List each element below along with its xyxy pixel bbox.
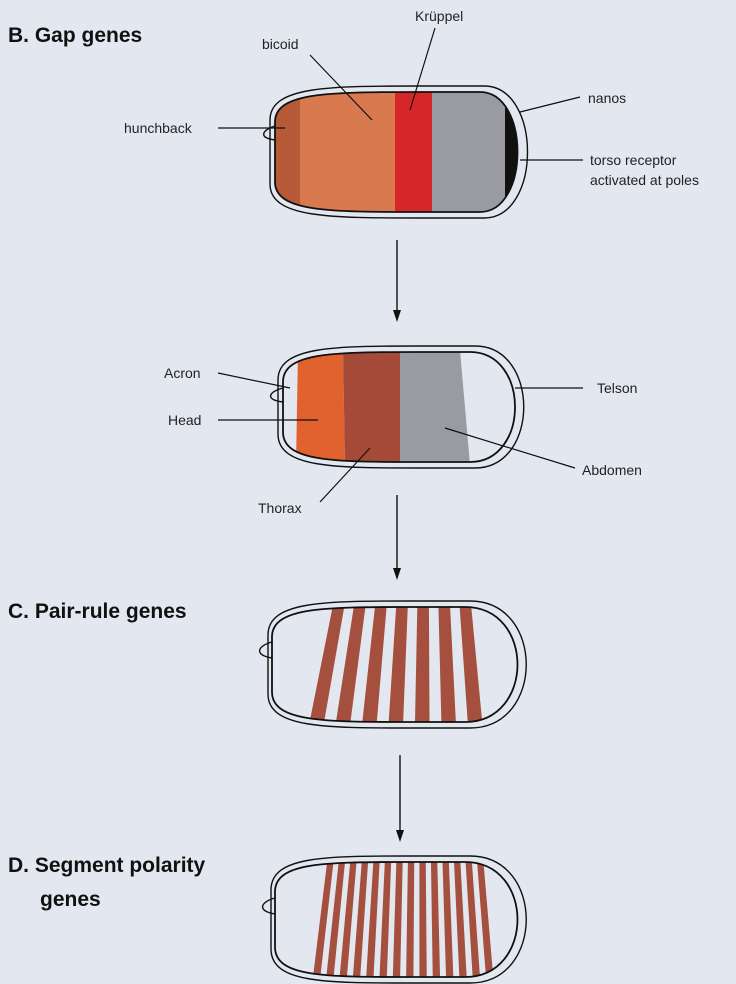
segment-polarity-embryo <box>263 855 527 984</box>
segment-polarity-stripe-8 <box>406 855 414 984</box>
pair-rule-embryo <box>260 600 527 730</box>
segment-polarity-stripe-11 <box>442 855 453 984</box>
pair-rule-genes-title: C. Pair-rule genes <box>8 600 187 624</box>
arrow-regions-to-pair-rule <box>393 495 401 580</box>
hunchback-label: hunchback <box>124 120 192 136</box>
nanos-label: nanos <box>588 90 626 106</box>
nanos-pole-band <box>505 85 535 220</box>
segment-polarity-stripe-10 <box>431 855 440 984</box>
acron-head-region <box>296 350 345 465</box>
abdomen-label: Abdomen <box>582 462 642 478</box>
pair-rule-stripe-4 <box>388 600 408 730</box>
gap-genes-embryo <box>264 85 535 220</box>
abdomen-region <box>400 350 470 465</box>
acron-label: Acron <box>164 365 201 381</box>
gap-genes-title: B. Gap genes <box>8 24 142 48</box>
kruppel-band <box>395 85 433 220</box>
bicoid-region <box>300 85 396 220</box>
arrow-gap-to-regions <box>393 240 401 322</box>
nanos-leader <box>520 97 580 112</box>
posterior-grey-region <box>432 85 512 220</box>
pair-rule-stripe-7 <box>459 600 483 730</box>
thorax-label: Thorax <box>258 500 302 516</box>
pair-rule-stripe-3 <box>361 600 387 730</box>
segment-polarity-stripe-7 <box>393 855 403 984</box>
segment-polarity-stripe-5 <box>366 855 380 984</box>
torso-label-line1: torso receptor <box>590 152 676 168</box>
arrow-pair-rule-to-segment-polarity <box>396 755 404 842</box>
torso-label-line2: activated at poles <box>590 172 699 188</box>
segment-polarity-stripe-12 <box>454 855 467 984</box>
bicoid-label: bicoid <box>262 36 299 52</box>
micropyle <box>271 388 283 402</box>
micropyle <box>260 642 272 658</box>
pair-rule-stripe-5 <box>415 600 430 730</box>
head-label: Head <box>168 412 201 428</box>
telson-label: Telson <box>597 380 637 396</box>
segment-polarity-title-line1: D. Segment polarity <box>8 854 205 878</box>
micropyle <box>263 898 275 914</box>
segment-polarity-title-line2: genes <box>40 888 101 912</box>
kruppel-label: Krüppel <box>415 8 463 24</box>
segment-polarity-stripe-14 <box>477 855 494 984</box>
body-regions-embryo <box>271 346 524 468</box>
segment-polarity-stripe-6 <box>379 855 391 984</box>
thorax-region <box>343 350 400 465</box>
segment-polarity-stripe-9 <box>419 855 426 984</box>
pair-rule-stripe-6 <box>438 600 456 730</box>
acron-leader <box>218 373 290 388</box>
